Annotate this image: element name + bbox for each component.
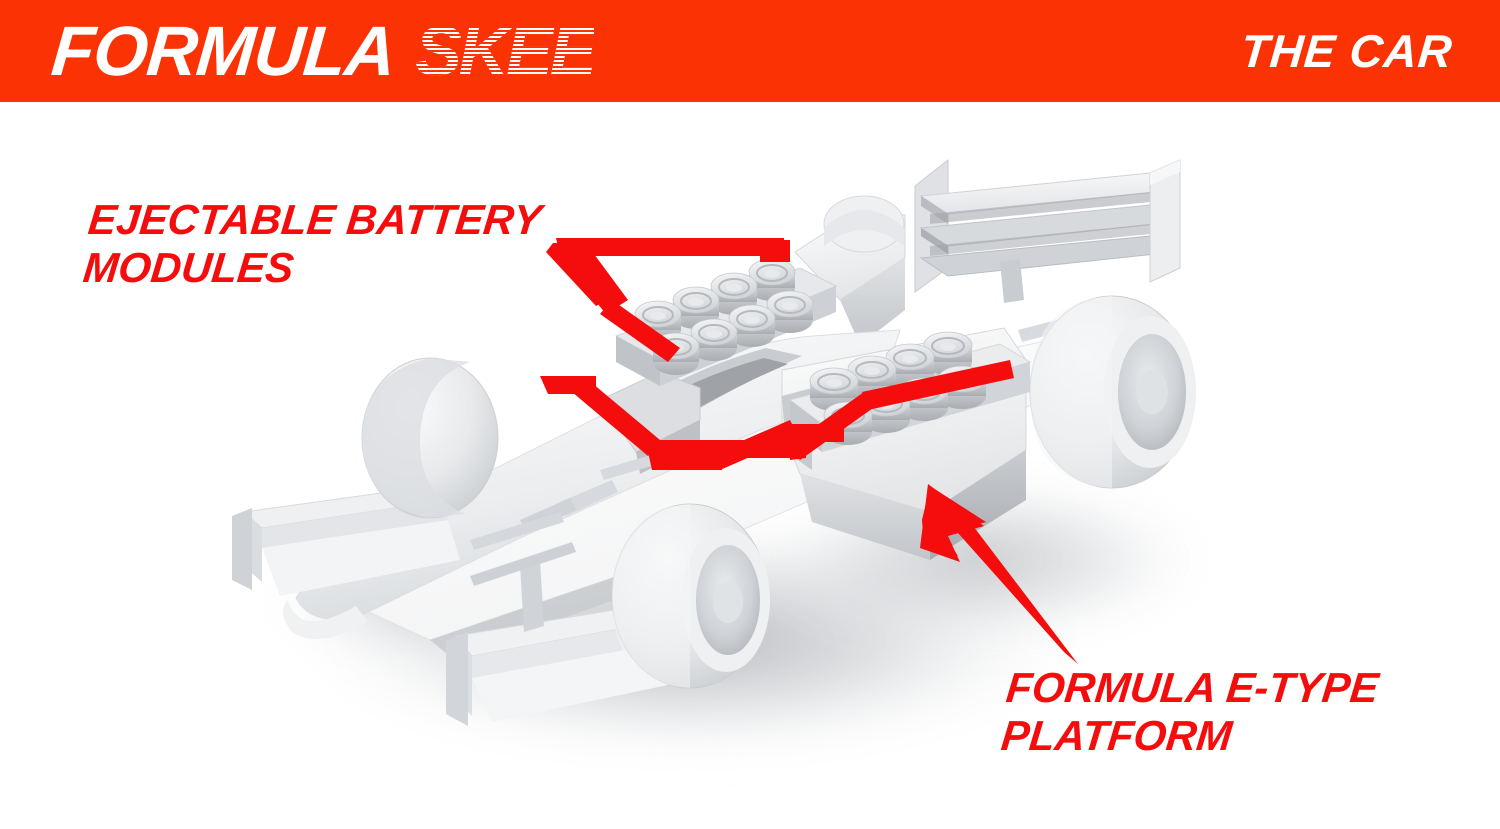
- engine-cover: [794, 195, 906, 345]
- callout-platform-arrow: [920, 484, 1078, 664]
- annotation-label-ejectable-battery-modules: EJECTABLE BATTERY MODULES: [81, 196, 544, 291]
- wheel-rear-right: [1029, 295, 1196, 489]
- header-band: FORMULA SKEE THE CAR: [0, 0, 1500, 102]
- logo-word-skee: SKEE: [414, 12, 594, 90]
- logo-word-formula: FORMULA: [48, 12, 399, 90]
- rear-wing: [914, 158, 1181, 303]
- callout-battery-upper: [546, 238, 790, 362]
- brand-logo[interactable]: FORMULA SKEE: [48, 12, 594, 90]
- wheel-front-right: [611, 503, 770, 689]
- page-title: THE CAR: [1238, 25, 1455, 77]
- wheel-rear-left: [361, 357, 499, 519]
- callout-battery-lower: [540, 360, 1014, 470]
- front-wing: [232, 485, 682, 726]
- annotation-label-formula-e-type-platform: FORMULA E-TYPE PLATFORM: [999, 664, 1381, 759]
